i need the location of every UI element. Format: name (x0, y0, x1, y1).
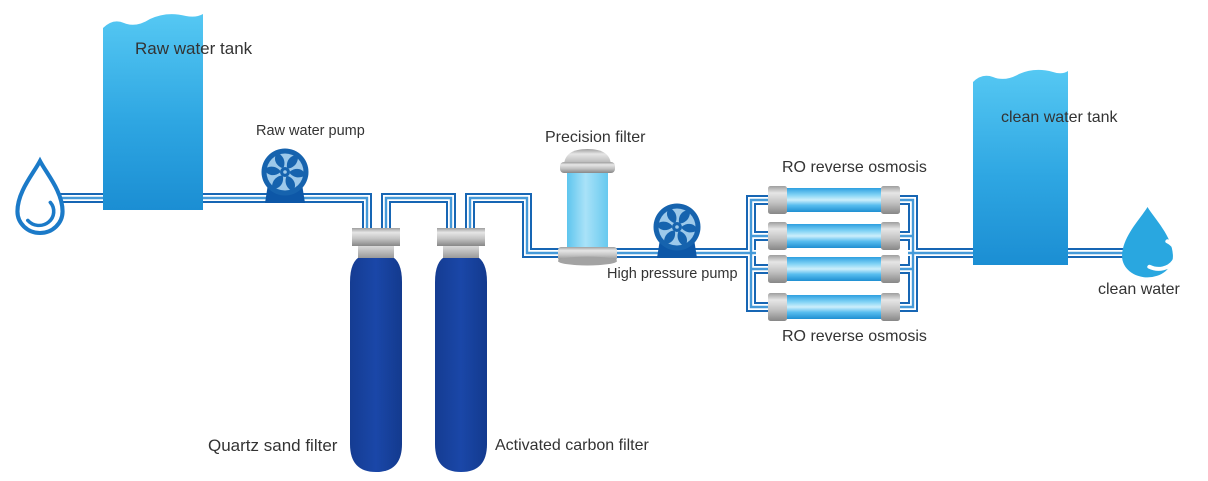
raw-water-pump-label: Raw water pump (256, 123, 365, 139)
quartz-sand-filter-label: Quartz sand filter (208, 436, 338, 455)
ro-membrane-tube-2 (768, 222, 900, 250)
ro-membrane-bank (768, 186, 900, 321)
clean-water-tank (973, 69, 1068, 266)
raw-water-tank-label: Raw water tank (135, 39, 253, 58)
high-pressure-pump-label: High pressure pump (607, 266, 738, 282)
ro-reverse-osmosis-label-bottom: RO reverse osmosis (782, 328, 927, 345)
quartz-sand-filter-tank (350, 228, 402, 472)
ro-reverse-osmosis-label-top: RO reverse osmosis (782, 159, 927, 176)
precision-filter-label: Precision filter (545, 129, 646, 146)
raw-water-tank (103, 14, 203, 210)
clean-water-drop-icon (1122, 207, 1179, 278)
precision-filter-vessel (558, 149, 617, 266)
clean-water-tank-label: clean water tank (1001, 109, 1118, 126)
ro-membrane-tube-1 (768, 186, 900, 214)
activated-carbon-filter-tank (435, 228, 487, 472)
high-pressure-pump-icon (653, 203, 701, 258)
ro-membrane-tube-3 (768, 255, 900, 283)
raw-water-pump-icon (261, 148, 309, 203)
activated-carbon-filter-label: Activated carbon filter (495, 437, 649, 454)
clean-water-label: clean water (1098, 281, 1180, 298)
raw-water-drop-icon (17, 161, 62, 233)
ro-membrane-tube-4 (768, 293, 900, 321)
